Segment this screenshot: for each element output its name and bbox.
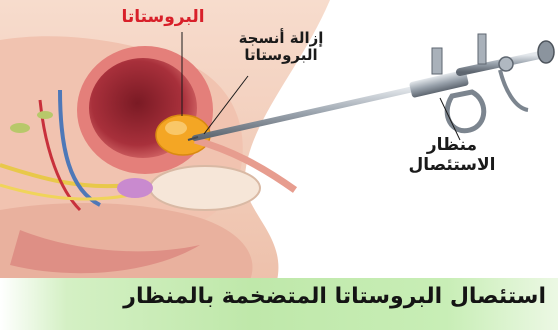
pubic-bone	[150, 166, 260, 210]
tissue-removal-line1: إزالة أنسجة	[206, 30, 356, 47]
prostate-label: البروستاتا	[108, 8, 218, 28]
lymph-node	[37, 111, 53, 119]
prostate-highlight	[165, 121, 187, 135]
caption: استئصال البروستاتا المتضخمة بالمنظار	[123, 284, 546, 309]
resectoscope-label: منظار الاستئصال	[392, 136, 512, 175]
resectoscope-line1: منظار	[392, 136, 512, 156]
resectoscope-valve	[432, 48, 442, 74]
lymph-node	[117, 178, 153, 198]
tissue-removal-line2: البروستاتا	[206, 47, 356, 64]
resectoscope-trigger	[500, 70, 528, 110]
resectoscope-valve	[478, 34, 486, 64]
lymph-node	[10, 123, 30, 133]
resectoscope-line2: الاستئصال	[392, 156, 512, 176]
resectoscope-eyepiece	[538, 41, 554, 63]
prostate-label-text: البروستاتا	[121, 7, 204, 27]
tissue-removal-label: إزالة أنسجة البروستاتا	[206, 30, 356, 65]
resectoscope-knob	[499, 57, 513, 71]
